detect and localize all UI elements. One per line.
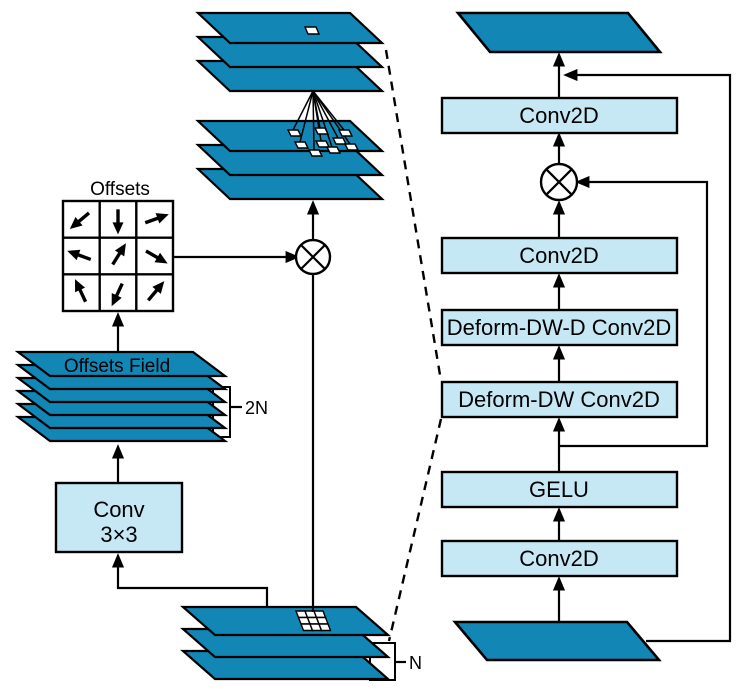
offset-arrow-shaft — [144, 216, 160, 225]
offsets-grid-lines — [63, 201, 173, 311]
gelu-box — [440, 470, 679, 509]
sampling-point-square — [293, 141, 310, 149]
output-tensor — [455, 11, 663, 54]
sampling-fan-line — [312, 90, 339, 139]
offset-arrow-shaft — [146, 288, 159, 302]
offset-arrow-icon — [112, 209, 124, 235]
sampling-fan-line — [312, 90, 333, 148]
offset-vector-arrows — [67, 209, 169, 307]
offset-arrow-icon — [111, 282, 124, 307]
sampling-point-square — [313, 127, 330, 135]
deform-dw-conv2d-box — [440, 380, 679, 419]
arrow-input-to-conv3x3 — [111, 553, 269, 608]
offsets-field-stack — [14, 350, 229, 443]
feature-map-stacks — [14, 11, 391, 681]
offset-arrow-icon — [145, 249, 168, 264]
input-feature-maps — [180, 605, 391, 681]
conv2d-mid-box — [440, 236, 679, 275]
offsets-grid — [61, 199, 175, 313]
sampling-point-square — [325, 146, 342, 154]
offset-arrow-head — [152, 281, 165, 294]
multiply-cross — [300, 244, 326, 270]
conv2d-bottom-label: Conv2D — [519, 546, 598, 571]
zoom-dashed-line-bottom — [387, 418, 443, 642]
deform-dw-conv2d-label: Deform-DW Conv2D — [458, 387, 660, 412]
conv3x3-box — [54, 481, 184, 554]
kernel-cell — [315, 616, 330, 625]
offset-arrow-shaft — [114, 282, 124, 298]
sampling-fan-line — [292, 90, 314, 131]
offset-arrow-head — [111, 293, 122, 307]
offset-arrow-icon — [146, 281, 165, 302]
offset-arrow-shaft — [78, 288, 88, 303]
offsets-grid-frame — [61, 199, 175, 313]
zoom-dashed-line-top — [384, 49, 443, 382]
sampling-fan-line — [312, 90, 315, 151]
offsets-grid-label: Offsets — [90, 179, 150, 200]
deform-dw-d-conv2d-label: Deform-DW-D Conv2D — [447, 315, 672, 340]
feature-map-layer — [180, 605, 391, 637]
conv3x3-label-line1: Conv — [93, 497, 144, 522]
channel-count-n: N — [409, 653, 422, 673]
right-flow-boxes: Conv2D Conv2D Deform-DW-D Conv2D Deform-… — [440, 96, 679, 578]
multiply-icon — [294, 238, 332, 276]
output-feature-maps — [195, 11, 385, 93]
offset-arrow-shaft — [111, 251, 122, 266]
kernel-cell — [317, 623, 332, 632]
offset-arrow-icon — [144, 213, 169, 225]
offset-arrow-head — [112, 222, 124, 235]
offset-arrow-icon — [69, 211, 91, 229]
sampling-point-square — [286, 129, 303, 137]
sampling-point-square — [343, 143, 360, 151]
sampling-point-square — [314, 140, 331, 148]
offset-arrow-icon — [74, 279, 88, 303]
input-tensor — [452, 620, 662, 662]
kernel-cell — [312, 610, 327, 619]
conv2d-top-label: Conv2D — [519, 103, 598, 128]
offset-arrow-shaft — [76, 253, 92, 262]
deform-dw-d-conv2d-box — [440, 308, 679, 347]
offset-arrow-shaft — [145, 249, 159, 260]
skip-connection-to-multiply — [559, 175, 709, 448]
sampling-point-square — [331, 137, 348, 145]
gelu-label: GELU — [529, 477, 589, 502]
conv2d-bottom-box — [440, 539, 679, 578]
offset-arrow-shaft — [77, 211, 91, 224]
sampling-fan-line — [299, 90, 314, 143]
sampling-point-square — [337, 129, 354, 137]
offset-arrow-head — [74, 279, 86, 293]
feature-map-layer — [195, 11, 385, 45]
offset-arrow-head — [154, 252, 168, 264]
feature-map-layer — [14, 350, 229, 378]
offsets-field-label: Offsets Field — [64, 356, 170, 377]
offset-arrow-head — [155, 213, 169, 224]
channel-count-2n: 2N — [245, 398, 268, 418]
conv3x3-label-line2: 3×3 — [100, 522, 137, 547]
sampling-overlays — [286, 26, 360, 632]
offset-arrow-icon — [111, 243, 126, 266]
offset-arrow-head — [69, 217, 83, 229]
conv2d-mid-label: Conv2D — [519, 243, 598, 268]
sampling-point-square — [307, 149, 324, 157]
multiply-icon — [539, 162, 579, 202]
offset-arrow-head — [67, 249, 81, 261]
output-pixel-square — [303, 26, 321, 35]
residual-skip-connection — [563, 68, 732, 643]
multiply-cross — [545, 168, 573, 196]
conv2d-top-box — [440, 96, 679, 135]
offset-arrow-head — [114, 243, 126, 257]
offset-arrow-icon — [67, 249, 92, 262]
